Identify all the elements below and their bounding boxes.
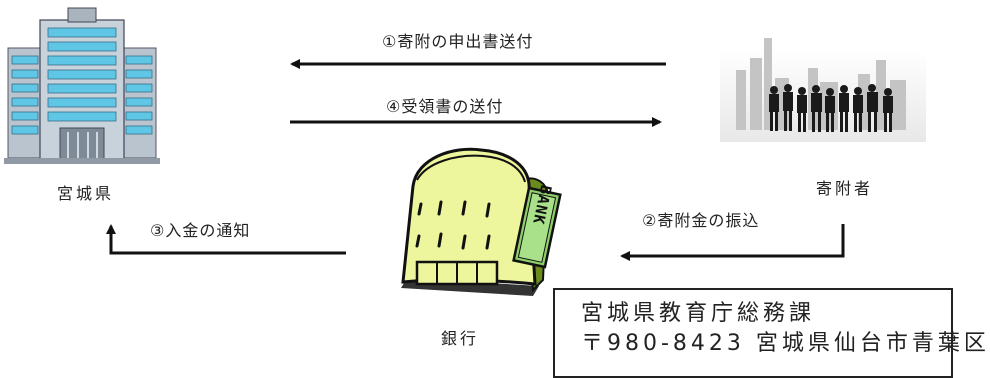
- bank-building-icon: [401, 147, 562, 296]
- donor-label: 寄附者: [816, 179, 874, 198]
- postal-address: 〒980-8423 宮城県仙台市青葉区: [581, 331, 990, 356]
- step3-label: ③入金の通知: [150, 221, 251, 240]
- arrow-step2: [620, 224, 845, 261]
- bank-label: 銀行: [441, 329, 480, 348]
- donor-people-icon: [720, 38, 926, 142]
- arrow-step3: [106, 224, 346, 255]
- step1-label: ①寄附の申出書送付: [382, 32, 534, 51]
- contact-info-box: 宮城県教育庁総務課 〒980-8423 宮城県仙台市青葉区: [553, 288, 990, 378]
- step4-label: ④受領書の送付: [386, 97, 504, 116]
- flow-arrows: [106, 59, 845, 261]
- step2-label: ②寄附金の振込: [642, 211, 760, 230]
- prefecture-label: 宮城県: [57, 184, 115, 203]
- office-building-icon: [4, 7, 160, 164]
- department-name: 宮城県教育庁総務課: [581, 301, 816, 326]
